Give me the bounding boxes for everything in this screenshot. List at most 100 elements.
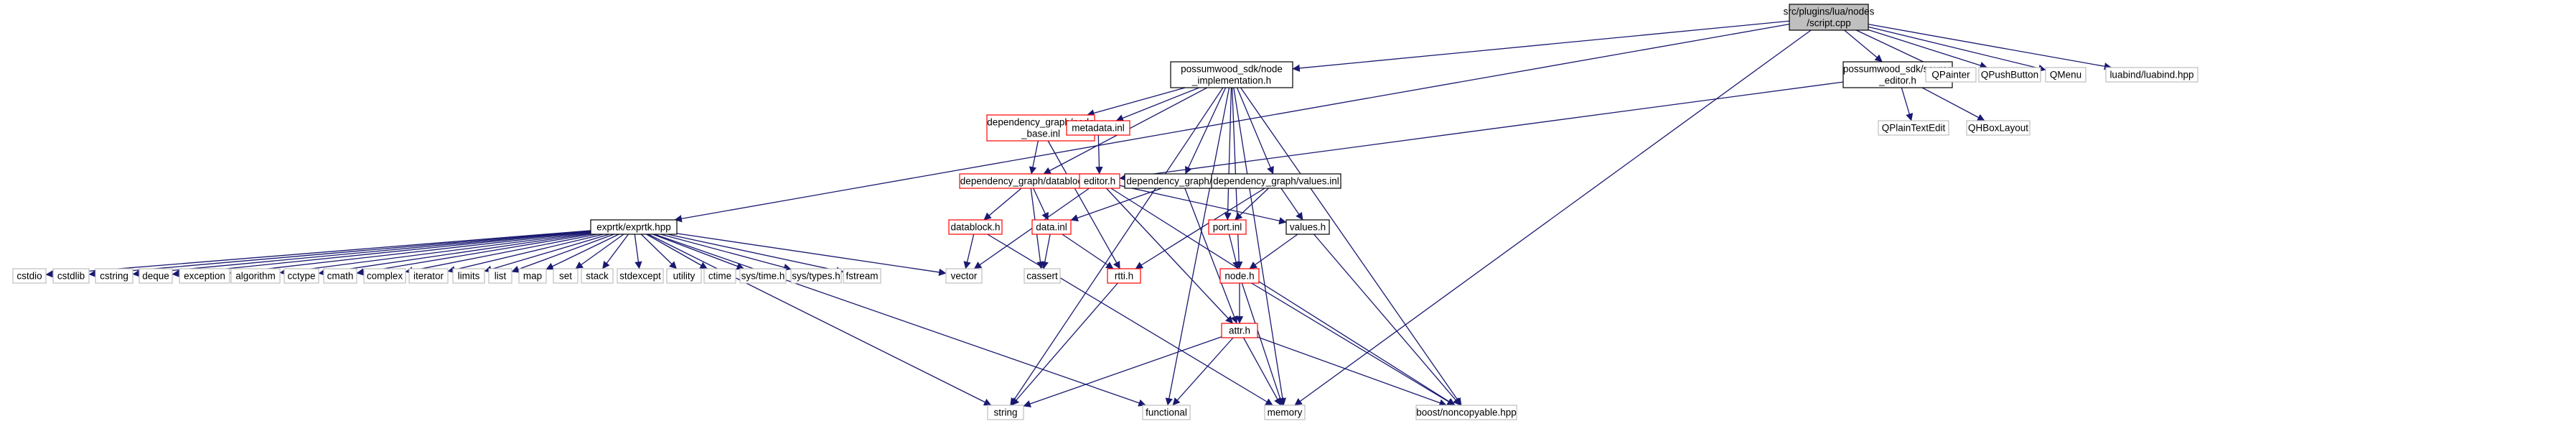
node-values_inl[interactable]: dependency_graph/values.inl	[1211, 173, 1341, 189]
node-datablock_inl[interactable]: dependency_graph/datablock.inl	[959, 173, 1101, 189]
node-memory[interactable]: memory	[1264, 405, 1306, 420]
edge-exprtk-to-functional	[654, 234, 1146, 407]
node-box	[1211, 173, 1341, 189]
node-attr_inl[interactable]: dependency_graph/attr.inl	[1124, 173, 1240, 189]
edge-exprtk-to-complex	[405, 234, 598, 274]
node-box	[590, 219, 678, 235]
node-qplaintextedit[interactable]: QPlainTextEdit	[1878, 120, 1949, 136]
edge-exprtk-to-fstream	[667, 234, 844, 274]
node-box	[945, 268, 983, 284]
node-cmath[interactable]: cmath	[323, 268, 357, 284]
node-label: luabind/luabind.hpp	[2109, 70, 2193, 80]
node-limits[interactable]: limits	[452, 268, 485, 284]
node-node_impl[interactable]: possumwood_sdk/node_implementation.h	[1170, 61, 1293, 88]
node-systime[interactable]: sys/time.h	[739, 268, 787, 284]
node-systypes[interactable]: sys/types.h	[790, 268, 842, 284]
node-qhboxlayout[interactable]: QHBoxLayout	[1966, 120, 2031, 136]
node-cassert[interactable]: cassert	[1024, 268, 1061, 284]
node-box	[408, 268, 449, 284]
edge-datablock_inl-to-data_inl	[1033, 188, 1049, 221]
node-utility[interactable]: utility	[666, 268, 702, 284]
edge-exprtk-to-systime	[652, 234, 745, 270]
node-node_h[interactable]: node.h	[1219, 268, 1260, 284]
node-exprtk[interactable]: exprtk/exprtk.hpp	[590, 219, 678, 235]
node-set[interactable]: set	[553, 268, 579, 284]
node-label: cctype	[287, 271, 315, 282]
node-vector[interactable]: vector	[945, 268, 983, 284]
node-datablock_h[interactable]: datablock.h	[948, 219, 1003, 235]
edge-datablock_h-to-vector	[963, 234, 975, 269]
node-box	[363, 268, 406, 284]
node-cctype[interactable]: cctype	[284, 268, 319, 284]
node-box	[1221, 323, 1258, 338]
node-fstream[interactable]: fstream	[843, 268, 881, 284]
node-box	[1107, 268, 1141, 284]
node-label: dependency_graph/values.inl	[1213, 176, 1339, 187]
node-box	[323, 268, 357, 284]
edge-data_inl-to-rtti	[1062, 234, 1114, 269]
node-stdexcept[interactable]: stdexcept	[617, 268, 664, 284]
edge-node_base-to-rtti	[1047, 140, 1120, 269]
node-functional[interactable]: functional	[1142, 405, 1191, 420]
node-label: data.inl	[1036, 222, 1067, 233]
node-box	[284, 268, 319, 284]
node-exception[interactable]: exception	[179, 268, 230, 284]
node-box	[1285, 219, 1330, 235]
node-box	[790, 268, 842, 284]
edge-exprtk-to-cmath	[356, 234, 591, 276]
node-cstdio[interactable]: cstdio	[12, 268, 47, 284]
node-stack[interactable]: stack	[581, 268, 614, 284]
node-label: possumwood_sdk/source	[1843, 64, 1952, 75]
edge-source_editor-to-qhboxlayout	[1921, 87, 1985, 121]
node-label: QMenu	[2050, 70, 2081, 80]
node-box	[1878, 120, 1949, 136]
node-cstring[interactable]: cstring	[95, 268, 134, 284]
edge-editor-to-attr_h	[1105, 188, 1234, 324]
node-label: datablock.h	[950, 222, 1000, 233]
node-box	[1066, 120, 1130, 136]
node-label: exprtk/exprtk.hpp	[596, 222, 671, 233]
node-luabind[interactable]: luabind/luabind.hpp	[2105, 67, 2198, 83]
edge-exprtk-to-cctype	[318, 233, 591, 277]
edge-editor-to-values_h	[1119, 185, 1287, 225]
node-deque[interactable]: deque	[139, 268, 173, 284]
node-metadata[interactable]: metadata.inl	[1066, 120, 1130, 136]
node-rtti[interactable]: rtti.h	[1107, 268, 1141, 284]
node-map[interactable]: map	[518, 268, 547, 284]
node-label: attr.h	[1229, 326, 1250, 336]
node-label: sys/time.h	[741, 271, 785, 282]
node-layer: src/plugins/lua/nodes/script.cpppossumwo…	[12, 4, 2198, 420]
node-algorithm[interactable]: algorithm	[230, 268, 281, 284]
node-ctime[interactable]: ctime	[703, 268, 736, 284]
node-label: fstream	[846, 271, 878, 282]
node-values_h[interactable]: values.h	[1285, 219, 1330, 235]
node-label: ctime	[708, 271, 731, 282]
node-qpainter[interactable]: QPainter	[1925, 67, 1977, 83]
node-box	[1789, 4, 1869, 31]
node-string[interactable]: string	[987, 405, 1024, 420]
node-box	[488, 268, 512, 284]
node-label: possumwood_sdk/node	[1181, 64, 1283, 75]
node-list[interactable]: list	[488, 268, 512, 284]
node-qmenu[interactable]: QMenu	[2045, 67, 2086, 83]
edge-node_impl-to-metadata	[1115, 87, 1199, 122]
node-box	[703, 268, 736, 284]
node-data_inl[interactable]: data.inl	[1031, 219, 1072, 235]
node-editor[interactable]: editor.h	[1079, 173, 1120, 189]
node-noncopyable[interactable]: boost/noncopyable.hpp	[1415, 405, 1517, 420]
node-port_inl[interactable]: port.inl	[1208, 219, 1247, 235]
edge-script-to-source_editor	[1844, 29, 1883, 63]
edge-attr_h-to-functional	[1172, 337, 1234, 406]
node-label: limits	[458, 271, 480, 282]
edge-values_h-to-noncopyable	[1313, 234, 1461, 406]
node-label: _base.inl	[1021, 129, 1060, 139]
node-iterator[interactable]: iterator	[408, 268, 449, 284]
node-cstdlib[interactable]: cstdlib	[52, 268, 90, 284]
node-label: stack	[586, 271, 609, 282]
edge-editor-to-noncopyable	[1110, 188, 1456, 406]
node-box	[1208, 219, 1247, 235]
node-attr_h[interactable]: attr.h	[1221, 323, 1258, 338]
node-complex[interactable]: complex	[363, 268, 406, 284]
node-qpushbutton[interactable]: QPushButton	[1978, 67, 2041, 83]
